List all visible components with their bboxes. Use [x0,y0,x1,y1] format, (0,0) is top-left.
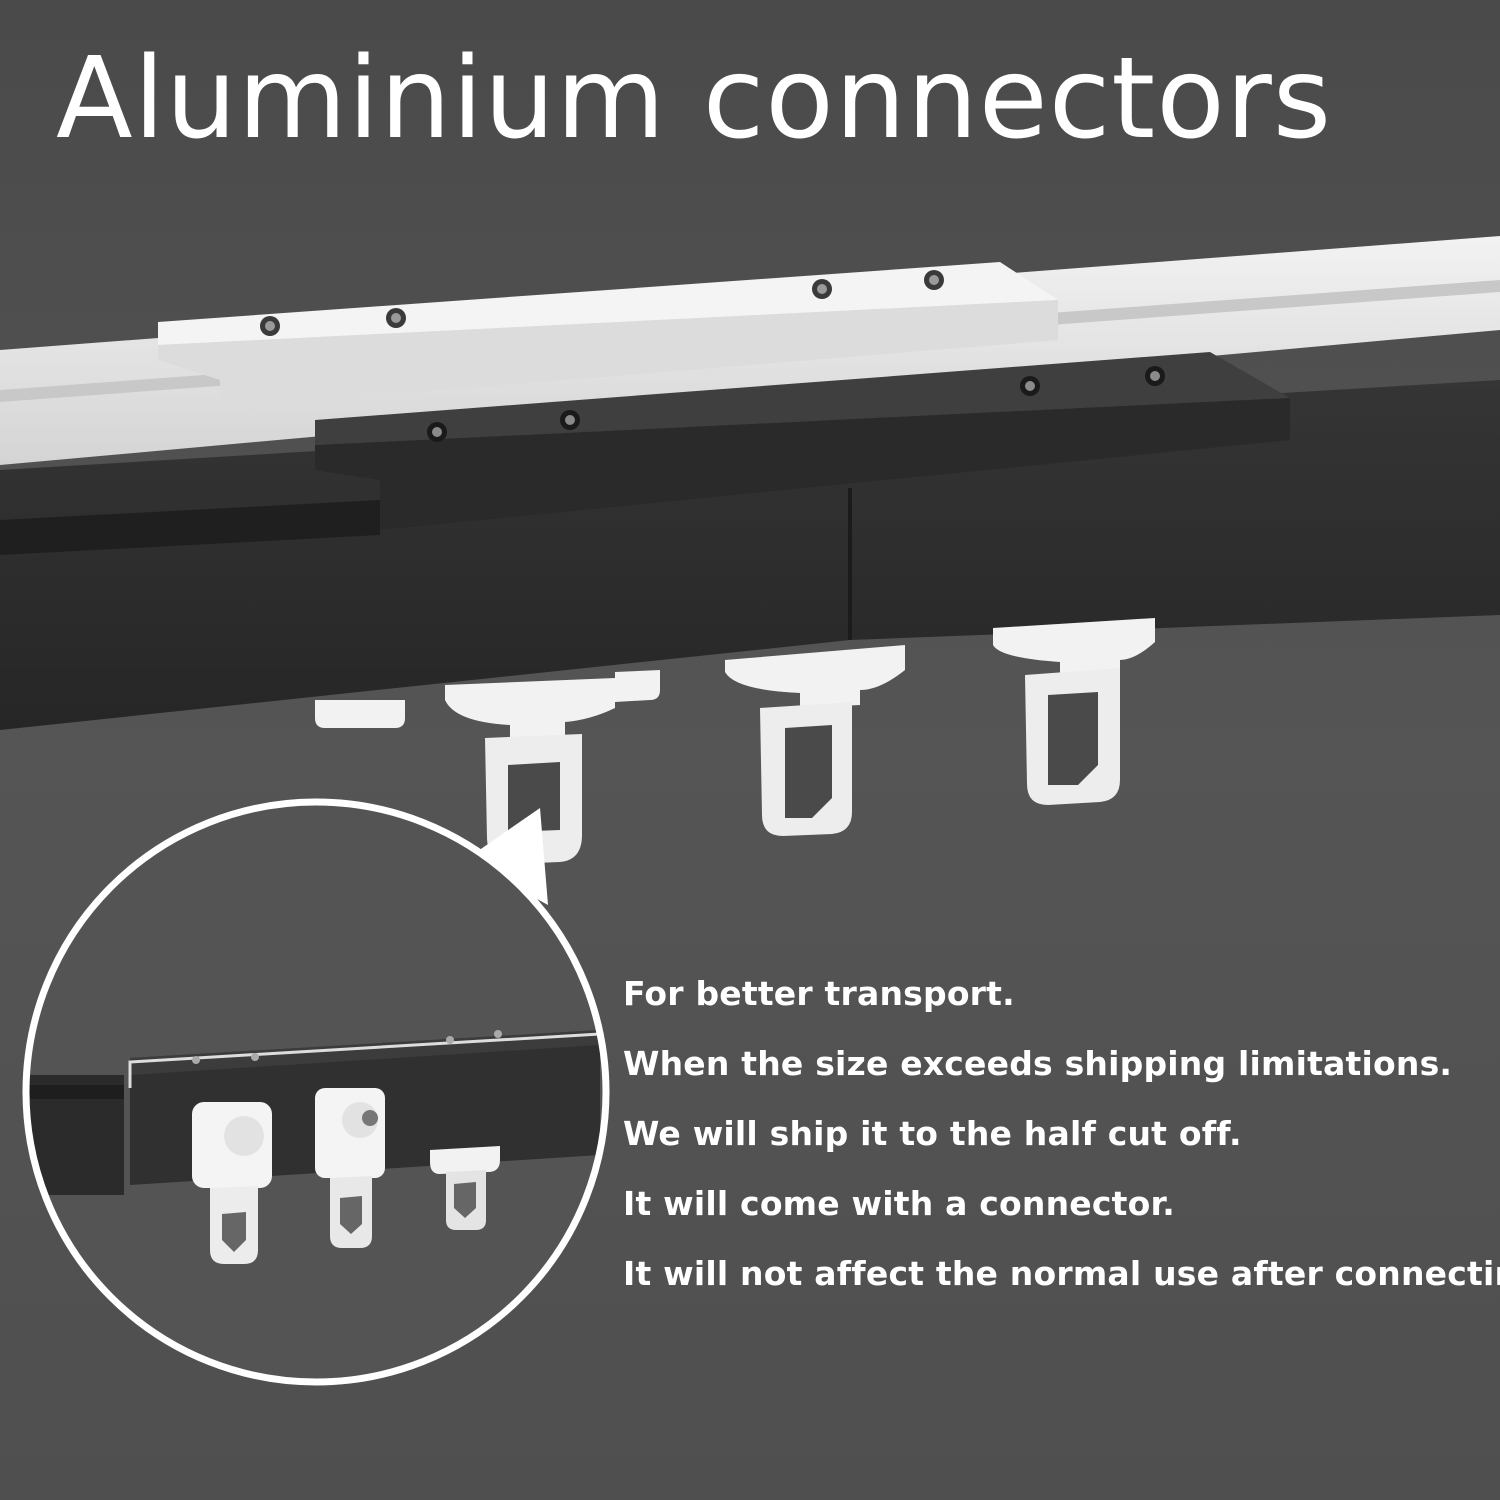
black-connector-plate [315,352,1290,530]
note-line: For better transport. [623,974,1015,1013]
note-line: We will ship it to the half cut off. [623,1114,1242,1153]
note-line: It will come with a connector. [623,1184,1175,1223]
note-line: It will not affect the normal use after … [623,1254,1500,1293]
runner-hooks [315,618,1155,864]
zoom-callout [22,798,610,1386]
white-connector-plate [158,262,1058,408]
shipping-notes: For better transport. When the size exce… [623,970,1500,1320]
page-title: Aluminium connectors [56,34,1333,164]
note-line: When the size exceeds shipping limitatio… [623,1044,1453,1083]
